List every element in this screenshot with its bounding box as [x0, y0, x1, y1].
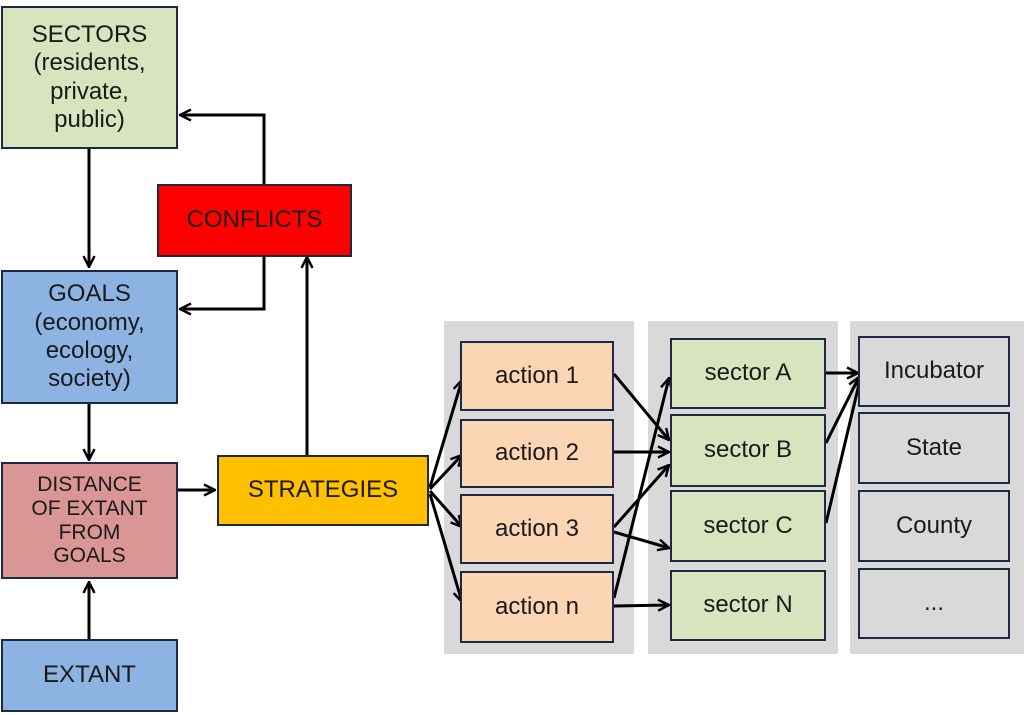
arrow-action-n-to-sector-a — [612, 378, 669, 599]
sectors-box-title: SECTORS — [31, 20, 148, 48]
goals-box-title: GOALS — [48, 280, 131, 308]
level-box-incubator: Incubator — [858, 336, 1010, 407]
sector-label: sector C — [703, 511, 793, 539]
sector-box-a: sector A — [670, 338, 826, 409]
action-box-1: action 1 — [460, 341, 614, 411]
action-box-3: action 3 — [460, 494, 614, 564]
level-box-more: ... — [858, 568, 1010, 639]
action-box-2: action 2 — [460, 419, 614, 488]
level-label: ... — [923, 589, 944, 617]
extant-label: EXTANT — [43, 661, 136, 689]
action-label: action 2 — [494, 439, 580, 467]
arrow-sector-c-to-incubator — [824, 380, 860, 524]
strategies-label: STRATEGIES — [247, 476, 399, 504]
arrow-action-3-to-sector-b — [612, 465, 669, 528]
action-label: action 3 — [494, 514, 580, 542]
sectors-box-line2: (residents, — [33, 49, 146, 77]
arrow-action-n-to-sector-n — [613, 605, 669, 606]
conflicts-label: CONFLICTS — [186, 206, 323, 234]
arrow-conflicts-to-sectors — [180, 115, 266, 184]
sector-label: sector N — [703, 591, 793, 619]
arrow-strategies-to-action-2 — [428, 455, 462, 491]
arrow-action-3-to-sector-c — [613, 530, 669, 548]
sector-label: sector B — [703, 436, 793, 464]
distance-box-line1: DISTANCE — [37, 473, 142, 497]
conflicts-box: CONFLICTS — [157, 184, 352, 257]
sectors-box: SECTORS (residents, private, public) — [1, 6, 178, 149]
goals-box-line3: ecology, — [45, 337, 134, 364]
distance-box: DISTANCE OF EXTANT FROM GOALS — [1, 462, 178, 579]
action-box-n: action n — [460, 571, 614, 643]
sectors-box-line4: public) — [54, 105, 125, 133]
distance-box-line4: GOALS — [53, 544, 126, 568]
arrow-strategies-to-action-1 — [428, 380, 462, 488]
action-label: action n — [494, 592, 580, 620]
sector-box-b: sector B — [670, 414, 826, 487]
sector-box-c: sector C — [670, 490, 826, 562]
sectors-box-line3: private, — [50, 77, 129, 105]
arrow-strategies-to-action-3 — [428, 490, 462, 527]
distance-box-line2: OF EXTANT — [31, 496, 148, 520]
strategies-box: STRATEGIES — [217, 455, 429, 526]
level-label: State — [905, 433, 963, 461]
arrow-action-1-to-sector-b — [612, 373, 669, 440]
distance-box-line3: FROM — [58, 520, 121, 544]
arrow-conflicts-to-goals — [180, 257, 266, 309]
sector-label: sector A — [704, 359, 792, 387]
action-label: action 1 — [494, 361, 580, 389]
level-box-county: County — [858, 490, 1010, 562]
sector-box-n: sector N — [670, 570, 826, 641]
goals-box: GOALS (economy, ecology, society) — [1, 270, 178, 404]
goals-box-line2: (economy, — [34, 308, 145, 336]
level-box-state: State — [858, 412, 1010, 484]
extant-box: EXTANT — [1, 639, 178, 712]
goals-box-line4: society) — [48, 365, 131, 393]
level-label: County — [895, 511, 973, 539]
level-label: Incubator — [883, 357, 985, 385]
arrow-strategies-to-action-n — [428, 493, 462, 602]
